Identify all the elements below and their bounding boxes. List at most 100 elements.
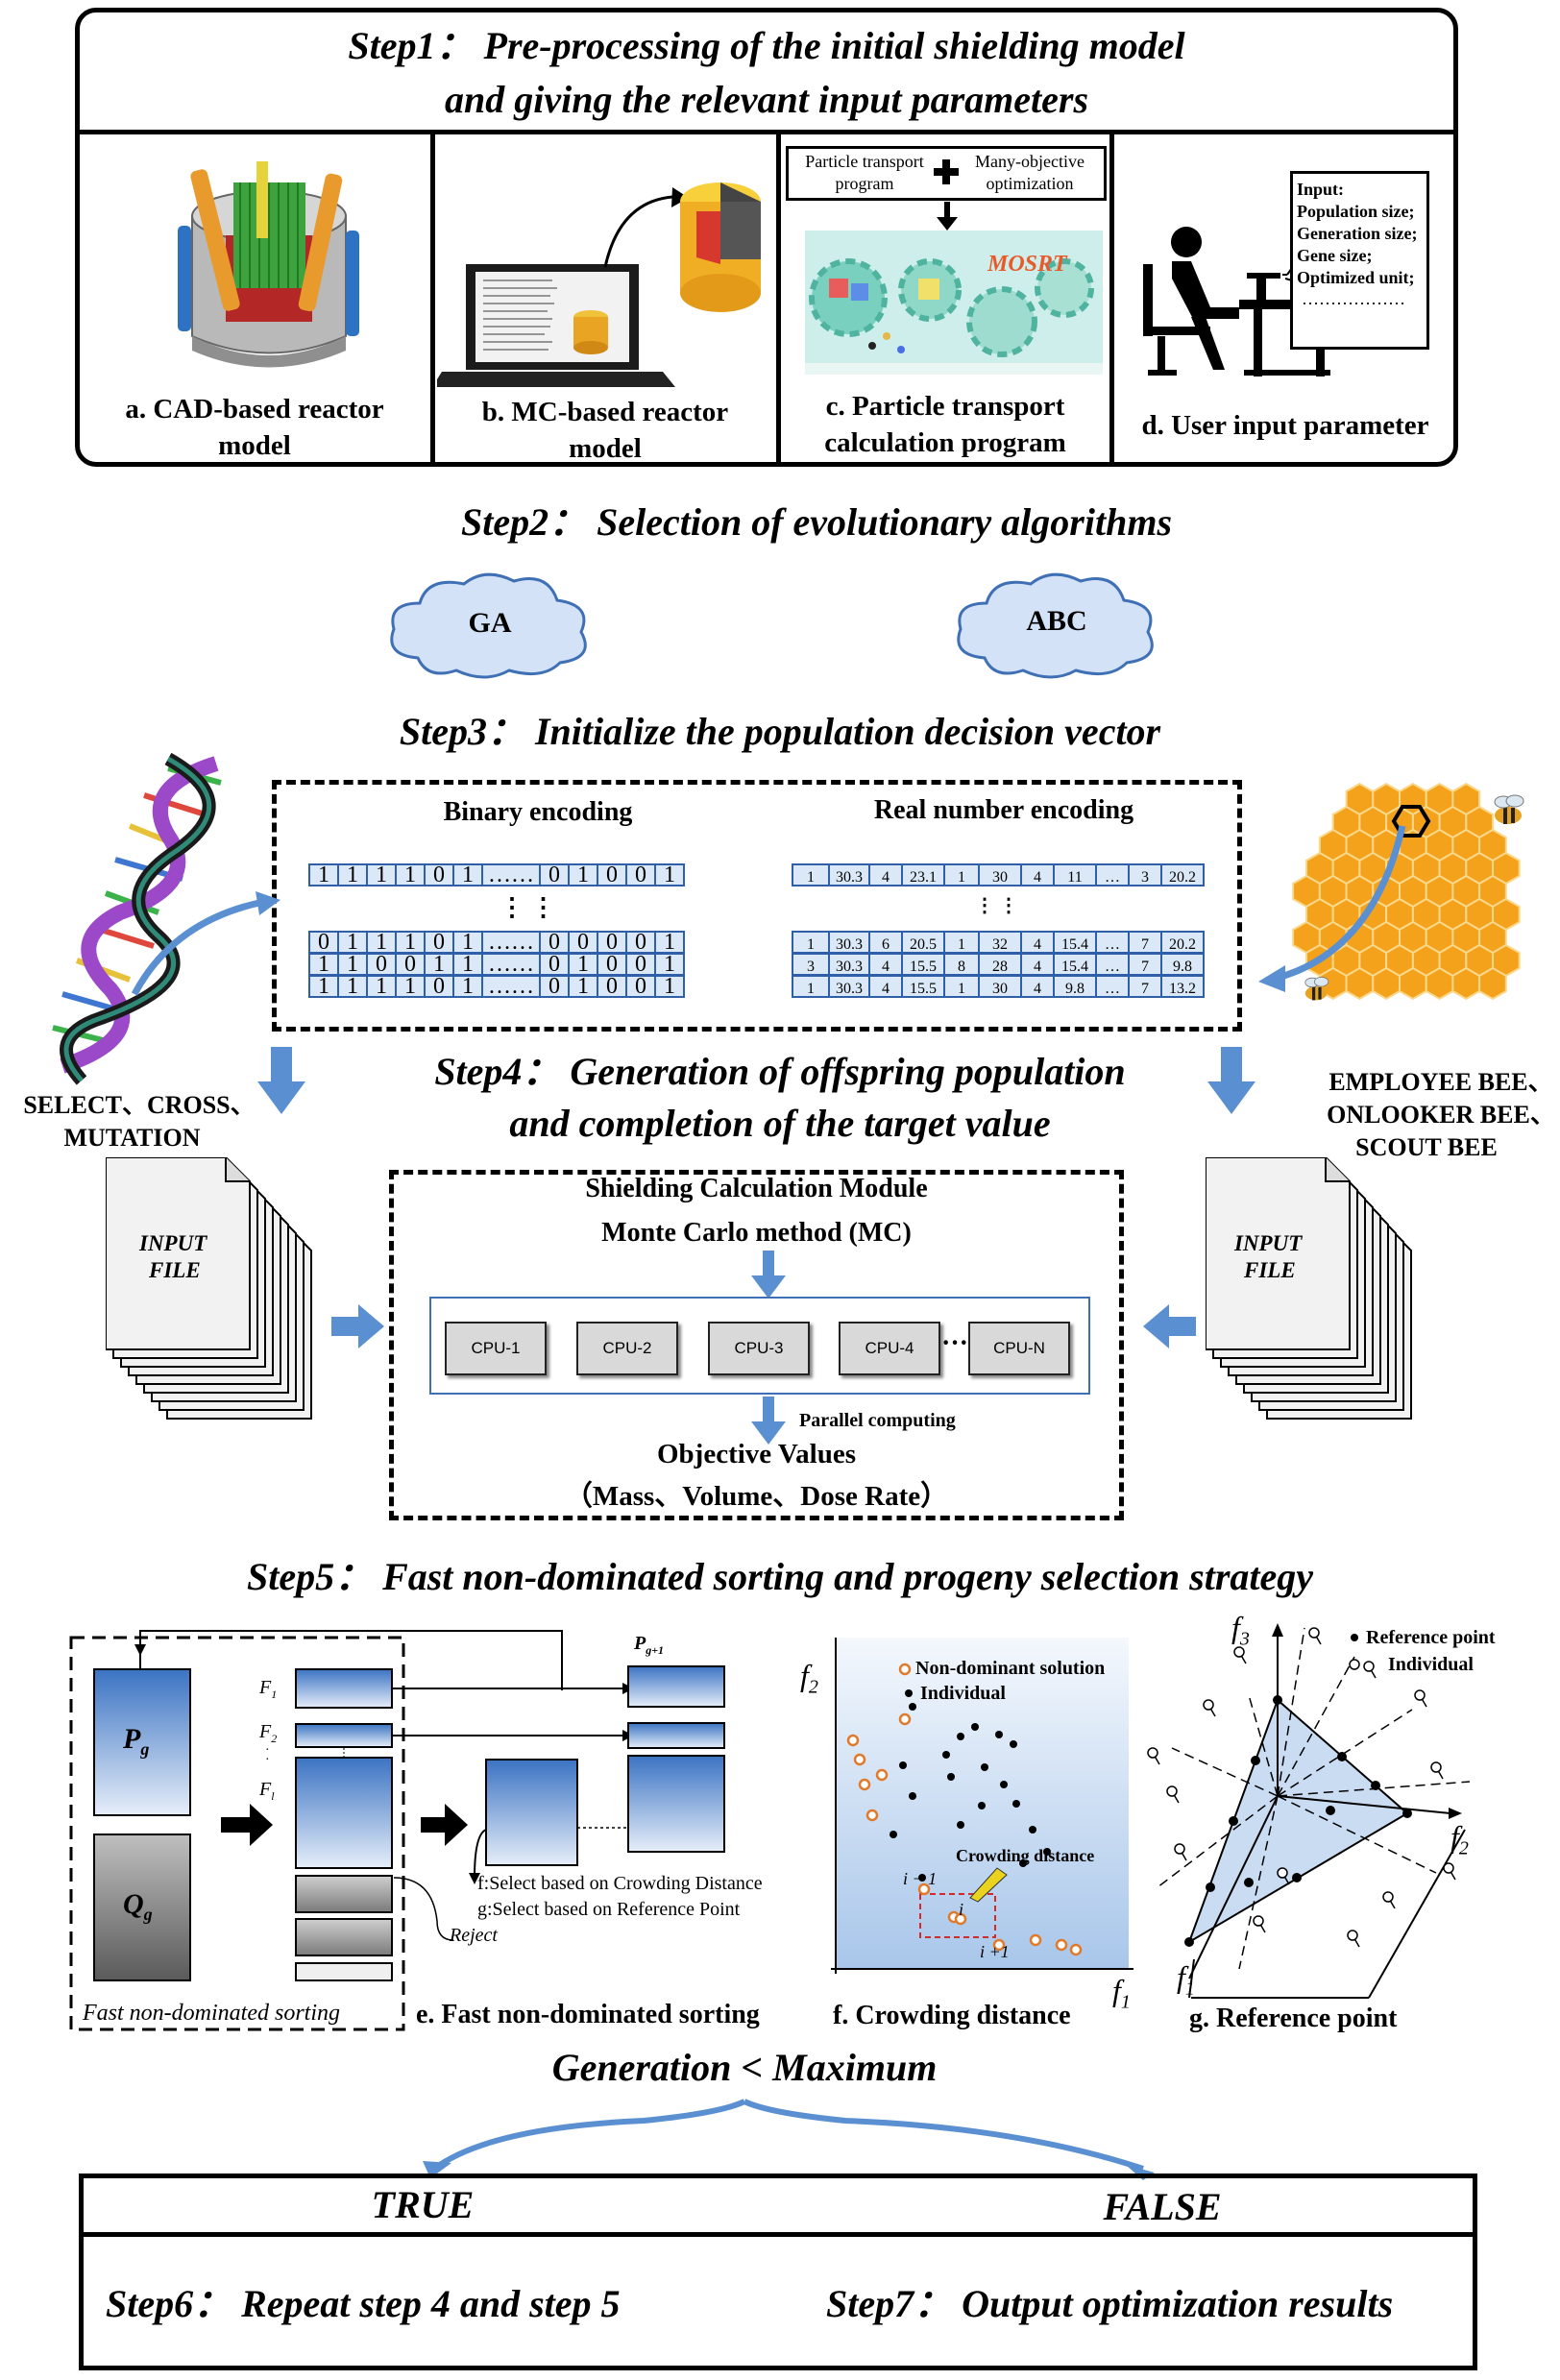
nondominant-point [875, 1768, 889, 1782]
binary-value: 1 [404, 862, 416, 887]
binary-value: 1 [462, 974, 474, 999]
front-f1-label: F1 [259, 1677, 277, 1702]
parallel-computing-label: Parallel computing [799, 1410, 956, 1431]
individual-point [1012, 1800, 1020, 1808]
real-value: 1 [807, 981, 815, 997]
fx-main: f [1112, 1973, 1121, 2007]
individual-point [995, 1731, 1003, 1738]
binary-value: 1 [462, 952, 474, 977]
reference-point [1292, 1873, 1302, 1882]
real-value: 4 [882, 869, 890, 886]
binary-value: 1 [433, 952, 445, 977]
bee-icon-small [1304, 977, 1329, 1001]
cpu-n: CPU-N [968, 1322, 1070, 1375]
binary-value: 0 [548, 974, 560, 999]
individual-point [899, 1761, 907, 1769]
nondominant-point [865, 1809, 879, 1822]
input-line-3: Gene size; [1297, 246, 1373, 265]
objective-values-label: Objective Values [656, 1439, 857, 1469]
honeycomb-to-encoding-arrow [1258, 825, 1406, 992]
binary-cell [654, 863, 685, 886]
branch-arrows [423, 2099, 1155, 2180]
down-arrow-mc-icon [751, 1251, 786, 1299]
real-vdots: ⋮ ⋮ [975, 895, 1018, 916]
f2-main: f [1450, 1819, 1459, 1854]
crowding-x-axis-label: f1 [1112, 1973, 1131, 2013]
bee-icon [1494, 794, 1524, 824]
right-arrow-into-module-icon [331, 1304, 384, 1348]
abc-operators-line2: ONLOOKER BEE、 [1327, 1101, 1555, 1129]
input-line-2: Generation size; [1297, 224, 1418, 243]
ref-f2-axis-label: f2 [1450, 1819, 1469, 1859]
real-value: 4 [882, 981, 890, 997]
legend-individual-marker [1349, 1659, 1360, 1670]
f3-main: f [1231, 1610, 1240, 1644]
individual-point [1147, 1747, 1158, 1759]
binary-value: …… [488, 930, 534, 955]
legend-nondominant-marker [898, 1663, 912, 1676]
real-cell [1160, 863, 1205, 886]
binary-value: 1 [347, 930, 358, 955]
binary-value: 1 [318, 952, 329, 977]
pg-main: P [123, 1723, 141, 1755]
real-value: 3 [807, 959, 815, 975]
program-box-right: Many-objective [975, 152, 1085, 171]
binary-value: …… [488, 862, 534, 887]
real-value: 15.5 [910, 959, 937, 975]
real-value: 30 [992, 869, 1008, 886]
cpu-group-box [429, 1297, 1090, 1395]
binary-cell [654, 975, 685, 998]
f1g-main: f [1177, 1959, 1185, 1994]
binary-value: 0 [606, 952, 618, 977]
reference-point [1184, 1937, 1194, 1947]
input-file-right-label-line2: FILE [1244, 1258, 1296, 1282]
loop-condition: Generation < Maximum [551, 2046, 938, 2089]
caption-c: c. Particle transport [825, 391, 1065, 422]
binary-value: 0 [606, 930, 618, 955]
real-value: 30.3 [836, 936, 863, 953]
step1-divider [77, 130, 1456, 134]
f2-sub: 2 [271, 1732, 278, 1745]
point-i-minus-1-label: i − 1 [903, 1869, 938, 1888]
input-file-stack-left [106, 1157, 312, 1420]
individual-point [1010, 1740, 1017, 1748]
binary-value: 1 [664, 952, 675, 977]
binary-value: 0 [404, 952, 416, 977]
individual-point [1043, 1848, 1051, 1856]
step5-title: Step5： Fast non-dominated sorting and pr… [246, 1555, 1314, 1598]
module-title: Shielding Calculation Module [585, 1174, 928, 1203]
front-dots: ·· [265, 1743, 270, 1767]
individual-point [909, 1703, 916, 1711]
individual-point [1253, 1915, 1264, 1927]
point-i-plus-1-label: i +1 [980, 1942, 1010, 1961]
real-value: 20.5 [910, 936, 937, 953]
real-value: 32 [992, 936, 1008, 953]
input-file-stack-right [1206, 1157, 1412, 1420]
binary-value: 1 [462, 930, 474, 955]
crowding-distance-label: Crowding distance [956, 1846, 1095, 1865]
cpu-dots: ··· [941, 1328, 969, 1358]
nondominant-point [992, 1938, 1006, 1952]
f1g-sub: 1 [1184, 1978, 1195, 2000]
dna-to-encoding-arrow [131, 891, 280, 996]
fl-main: F [259, 1779, 272, 1800]
real-cell [1160, 975, 1205, 998]
real-value: 9.8 [1065, 981, 1085, 997]
binary-value: 1 [462, 862, 474, 887]
real-value: 4 [1034, 869, 1041, 886]
reference-point [1371, 1781, 1380, 1790]
real-value: 30.3 [836, 981, 863, 997]
reference-point [1206, 1882, 1215, 1892]
binary-value: 1 [404, 930, 416, 955]
pg-label: Pg [123, 1723, 149, 1760]
individual-point [1019, 1859, 1027, 1867]
binary-value: 0 [548, 930, 560, 955]
pg-sub: g [140, 1739, 150, 1759]
dna-helix-image [52, 752, 222, 1085]
real-value: 3 [1141, 869, 1149, 886]
reference-point [1273, 1695, 1282, 1705]
pg1-sub: g+1 [646, 1643, 665, 1657]
individual-point [1277, 1867, 1288, 1879]
branch-true-label: TRUE [371, 2183, 475, 2226]
